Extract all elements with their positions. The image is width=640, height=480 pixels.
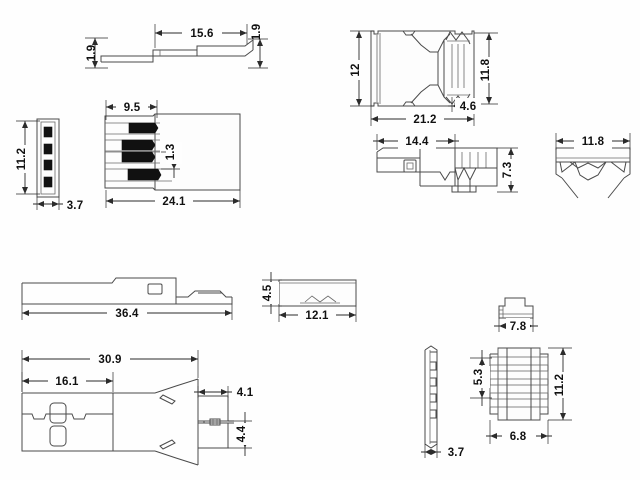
dim-label-24-1: 24.1 xyxy=(162,196,186,208)
view-insulator-profile: 3.7 xyxy=(421,345,464,459)
dim-label-7-3: 7.3 xyxy=(502,162,514,179)
dim-label-11-8-rear: 11.8 xyxy=(582,136,605,148)
view-housing-side: 36.4 xyxy=(21,277,233,321)
dimension-9-5: 9.5 xyxy=(105,99,158,120)
dim-label-21-2: 21.2 xyxy=(413,114,436,126)
view-insulator-end: 11.2 3.7 xyxy=(16,118,83,212)
dim-label-1-9-left: 1.9 xyxy=(86,45,98,62)
view-shell-top: 12 11.8 21.2 xyxy=(350,30,498,127)
dim-label-7-8: 7.8 xyxy=(510,321,527,333)
dimension-11-8-rear: 11.8 xyxy=(555,133,631,150)
dimension-11-2-left: 11.2 xyxy=(16,120,40,195)
dim-label-30-9: 30.9 xyxy=(98,354,121,366)
view-housing-top: 30.9 16.1 4.1 4 xyxy=(21,350,254,466)
dimension-4-6: 4.6 xyxy=(448,97,481,114)
dimension-5-3: 5.3 xyxy=(470,350,492,406)
dim-label-9-5: 9.5 xyxy=(124,102,141,114)
dimension-30-9: 30.9 xyxy=(21,350,199,392)
dimension-4-1: 4.1 xyxy=(194,386,254,399)
view-shell-rear: 11.8 xyxy=(555,133,631,199)
dimension-36-4: 36.4 xyxy=(21,304,233,321)
dimension-24-1: 24.1 xyxy=(105,190,241,209)
dimension-4-4: 4.4 xyxy=(228,412,253,456)
dimension-11-2-right: 11.2 xyxy=(548,347,572,421)
dim-label-1-9-right: 1.9 xyxy=(251,24,263,41)
dim-label-4-1: 4.1 xyxy=(237,387,254,399)
dimension-3-7-left: 3.7 xyxy=(33,197,83,212)
dimension-1-9-left: 1.9 xyxy=(85,37,108,69)
dim-label-11-8-shell: 11.8 xyxy=(480,58,492,81)
dim-label-3-7-left: 3.7 xyxy=(67,200,84,212)
dimension-7-3: 7.3 xyxy=(497,147,519,193)
view-insulator-rear: 5.3 11.2 6.8 xyxy=(470,347,572,444)
dimension-4-5: 4.5 xyxy=(262,272,282,314)
dim-label-6-8: 6.8 xyxy=(510,431,527,443)
dimension-7-8: 7.8 xyxy=(494,318,538,334)
contact-blades xyxy=(105,122,172,182)
dimension-21-2: 21.2 xyxy=(370,106,475,127)
view-housing-end: 4.5 12.1 xyxy=(262,272,357,323)
dim-label-1-3: 1.3 xyxy=(165,144,177,161)
view-insulator-front: 7.8 xyxy=(494,297,538,334)
dim-label-12: 12 xyxy=(350,63,362,76)
dimension-1-3: 1.3 xyxy=(161,142,182,178)
dim-label-5-3: 5.3 xyxy=(473,369,485,386)
dim-label-4-5: 4.5 xyxy=(262,284,274,301)
view-contact-pin-side: 1.9 15.6 1.9 xyxy=(85,24,268,69)
dimension-16-1: 16.1 xyxy=(21,372,114,392)
dimension-11-8-shell: 11.8 xyxy=(474,32,498,105)
dimension-1-9-right: 1.9 xyxy=(248,24,268,69)
dim-label-36-4: 36.4 xyxy=(115,308,139,320)
view-plug-body-top: 9.5 1.3 24.1 xyxy=(104,99,241,209)
dim-label-16-1: 16.1 xyxy=(55,376,79,388)
dim-label-11-2-left: 11.2 xyxy=(16,148,28,171)
dim-label-3-7-right: 3.7 xyxy=(448,447,465,459)
dimension-14-4: 14.4 xyxy=(373,133,459,150)
dimension-6-8: 6.8 xyxy=(486,420,552,444)
dim-label-4-4: 4.4 xyxy=(236,425,248,442)
dimension-12-1: 12.1 xyxy=(278,306,357,323)
view-shell-side: 14.4 7.3 xyxy=(373,133,519,193)
dim-label-14-4: 14.4 xyxy=(405,136,429,148)
dimension-3-7-right: 3.7 xyxy=(421,444,464,459)
dimension-15-6: 15.6 xyxy=(154,24,248,48)
dim-label-11-2-right: 11.2 xyxy=(554,374,566,397)
dim-label-12-1: 12.1 xyxy=(305,310,329,322)
dimension-12: 12 xyxy=(350,30,374,107)
dim-label-4-6: 4.6 xyxy=(460,101,477,113)
dim-label-15-6: 15.6 xyxy=(190,28,213,40)
